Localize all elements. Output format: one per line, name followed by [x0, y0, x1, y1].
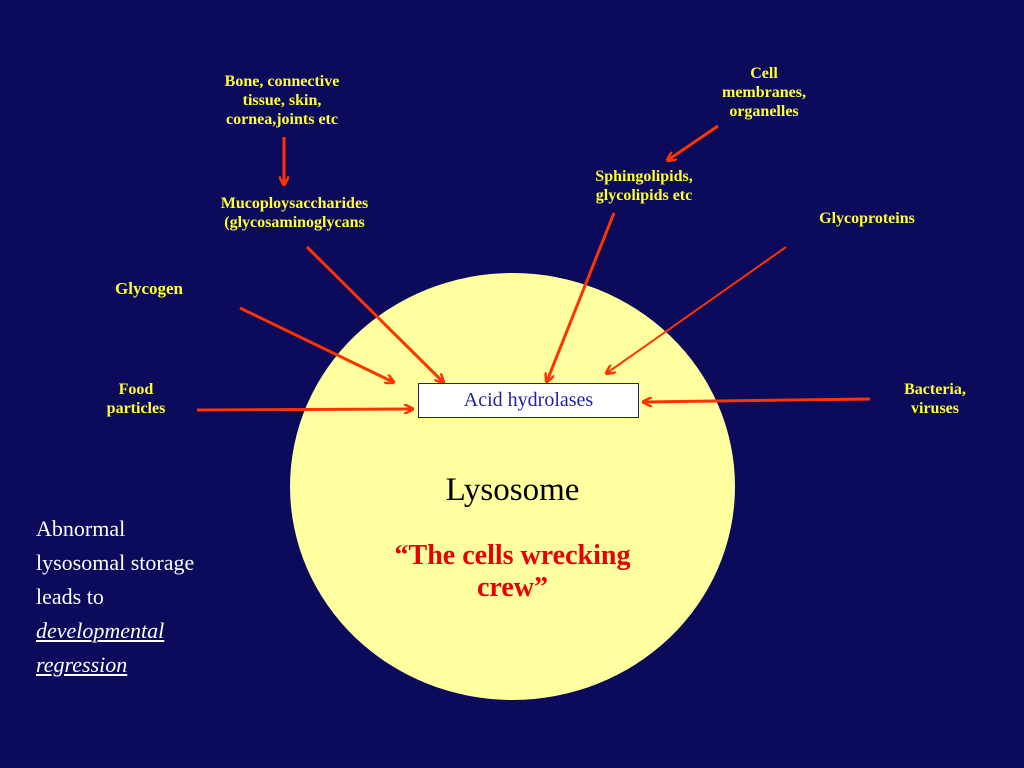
label-bacteria-viruses: Bacteria, viruses — [904, 381, 966, 417]
arrow-food-to-acid — [196, 409, 412, 410]
arrow-glycoproteins-to-acid — [607, 246, 787, 373]
arrow-bacteria-to-acid — [644, 399, 871, 402]
label-sphingolipids: Sphingolipids, glycolipids etc — [595, 168, 693, 204]
acid-hydrolases-box: Acid hydrolases — [418, 383, 639, 418]
arrow-glycogen-to-acid — [239, 306, 393, 382]
arrow-muco-to-acid — [305, 245, 443, 382]
label-food-particles: Food particles — [106, 381, 166, 417]
lysosome-tagline: “The cells wrecking crew” — [394, 540, 631, 603]
label-glycogen: Glycogen — [115, 279, 183, 298]
label-mucopolysaccharides: Mucoploysaccharides (glycosaminoglycans — [220, 195, 369, 231]
label-bone-tissue: Bone, connective tissue, skin, cornea,jo… — [224, 73, 340, 128]
storage-disorder-note: Abnormal lysosomal storage leads to deve… — [36, 516, 195, 677]
label-glycoproteins: Glycoproteins — [819, 210, 915, 227]
lysosome-circle — [290, 273, 735, 700]
label-cell-membranes: Cell membranes, organelles — [722, 65, 806, 120]
note-emphasis-regression: regression — [36, 652, 128, 677]
arrow-cell-to-sphingo — [668, 124, 719, 160]
lysosome-title: Lysosome — [445, 472, 580, 508]
arrow-sphingo-to-acid — [547, 212, 616, 381]
note-emphasis-developmental: developmental — [36, 618, 165, 643]
